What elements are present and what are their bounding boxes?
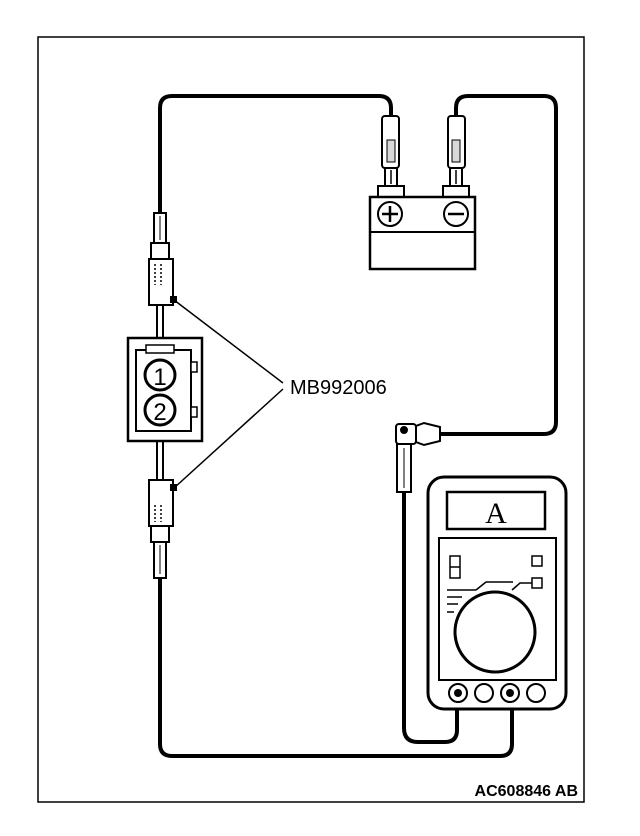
wire-positive: [158, 94, 393, 217]
test-harness-top: [148, 212, 177, 306]
figure-frame: [37, 36, 585, 803]
wires: [158, 94, 558, 758]
terminal-1-socket: [143, 358, 177, 392]
terminal-2-socket: [143, 393, 177, 427]
terminal-2-label: 2: [153, 399, 166, 426]
battery-negative-clip: [442, 115, 470, 199]
multimeter-probe: [395, 421, 441, 493]
wire-meter-probe: [402, 490, 459, 744]
meter-jack-2: [474, 683, 494, 703]
multimeter: [426, 475, 568, 711]
selector-dial: [453, 590, 537, 674]
callout-label: MB992006: [290, 377, 387, 399]
callout-leaders: [173, 299, 284, 489]
battery-positive-clip: [377, 115, 405, 199]
wire-negative: [438, 94, 558, 436]
multimeter-display-text: A: [485, 497, 507, 530]
wire-common: [158, 576, 514, 758]
meter-jack-4: [526, 683, 546, 703]
multimeter-display: [445, 490, 547, 531]
battery: [368, 115, 477, 271]
terminal-1-label: 1: [153, 364, 166, 391]
component-connector: [126, 336, 204, 443]
test-harness-bottom: [148, 479, 177, 579]
figure-id: AC608846 AB: [475, 783, 578, 800]
